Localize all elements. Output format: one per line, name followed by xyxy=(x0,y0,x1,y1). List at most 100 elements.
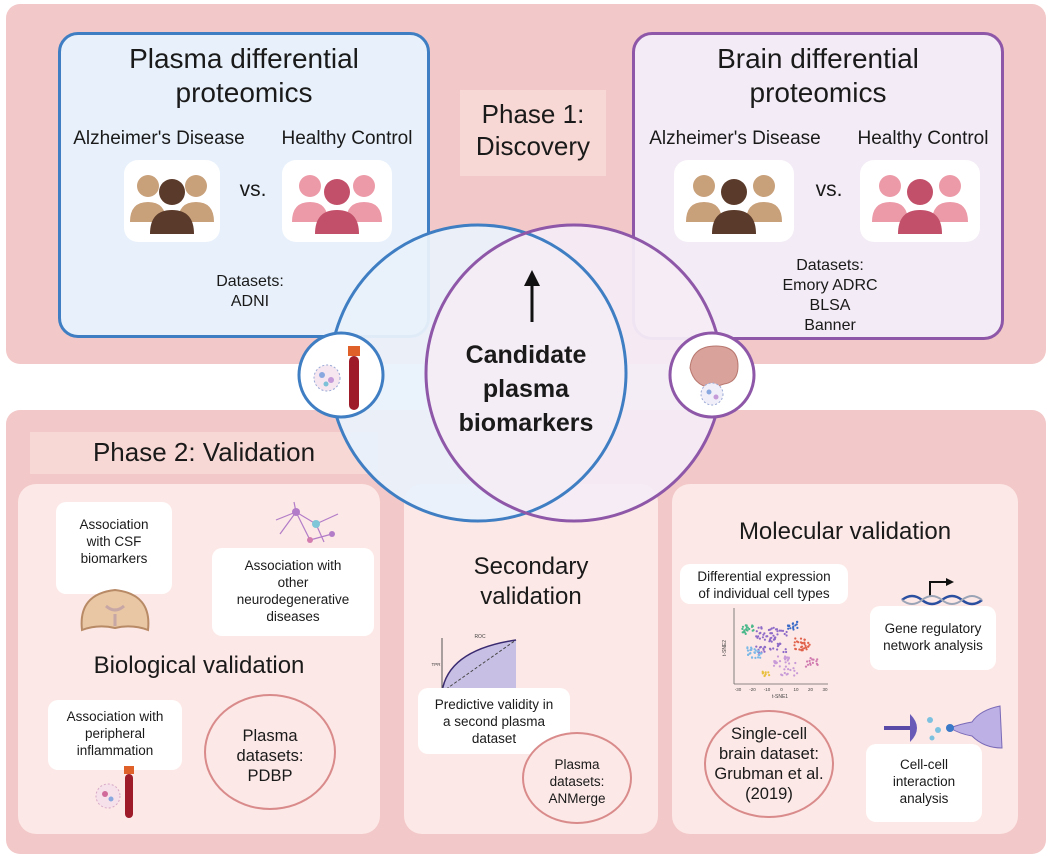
center-label-line1: Candidate xyxy=(465,341,587,369)
tsne-point xyxy=(745,624,748,627)
inflammation-card-line: Association with xyxy=(66,709,164,724)
tsne-point xyxy=(755,645,758,648)
brain-coronal-section-icon xyxy=(80,588,150,632)
diff-expression-card: Differential expression of individual ce… xyxy=(680,564,848,604)
tsne-xlabel: t-SNE1 xyxy=(772,694,788,700)
tsne-point xyxy=(787,624,790,628)
tsne-point xyxy=(816,658,819,661)
tsne-point xyxy=(780,629,783,632)
tsne-point xyxy=(804,665,808,668)
tsne-point xyxy=(768,674,771,677)
tsne-point xyxy=(782,650,785,654)
tsne-point xyxy=(783,655,787,658)
tsne-point xyxy=(778,642,781,645)
dna-promoter-icon xyxy=(901,578,983,606)
csf-card-line: biomarkers xyxy=(80,551,148,566)
tsne-point xyxy=(796,672,799,675)
pdbp-datasets-oval: Plasma datasets: PDBP xyxy=(204,694,336,810)
plasma-datasets: Datasets: ADNI xyxy=(190,272,310,312)
tsne-point xyxy=(763,650,766,653)
tsne-point xyxy=(746,649,750,652)
tsne-point xyxy=(783,671,786,675)
tsne-point xyxy=(809,657,812,660)
tsne-point xyxy=(800,642,804,645)
tsne-point xyxy=(793,641,796,644)
tsne-point xyxy=(763,674,766,677)
tsne-point xyxy=(804,646,808,649)
tsne-xtick: 10 xyxy=(793,687,799,692)
pdbp-oval-line: PDBP xyxy=(247,767,293,785)
pdbp-oval-line: datasets: xyxy=(236,747,304,765)
plasma-title-line1: Plasma differential xyxy=(129,43,359,74)
tsne-point xyxy=(754,649,757,652)
inflammation-card: Association with peripheral inflammation xyxy=(48,700,182,770)
phase1-label: Phase 1: Discovery xyxy=(460,98,606,162)
single-cell-dataset-oval: Single-cell brain dataset: Grubman et al… xyxy=(704,710,834,818)
tsne-point xyxy=(799,637,803,640)
tsne-point xyxy=(785,630,788,634)
gene-regulatory-card: Gene regulatory network analysis xyxy=(870,606,996,670)
tsne-point xyxy=(794,661,797,665)
tsne-point xyxy=(760,626,763,629)
tsne-point xyxy=(789,627,792,630)
tsne-point xyxy=(757,649,760,652)
diffexp-card-line: of individual cell types xyxy=(698,586,830,601)
brain-hc-people-icon xyxy=(860,160,980,242)
tsne-point xyxy=(761,636,764,639)
tsne-point xyxy=(754,656,757,659)
tsne-point xyxy=(758,637,761,640)
tsne-xtick: -30 xyxy=(735,687,742,692)
anmerge-oval-line: Plasma xyxy=(554,757,600,772)
pdbp-oval-line: Plasma xyxy=(242,727,298,745)
brain-datasets-label: Datasets: xyxy=(796,257,864,274)
venn-circle-brain xyxy=(426,225,722,521)
tsne-point xyxy=(745,626,748,629)
tsne-point xyxy=(763,645,766,648)
up-arrow-icon xyxy=(524,270,540,286)
tsne-point xyxy=(785,650,788,654)
tsne-xtick: 20 xyxy=(808,687,814,692)
predictive-validity-card: Predictive validity in a second plasma d… xyxy=(418,688,570,754)
tsne-point xyxy=(778,660,782,663)
brain-hc-label: Healthy Control xyxy=(857,128,989,149)
tsne-point xyxy=(742,631,745,634)
single-cell-oval-line: Single-cell xyxy=(730,725,808,743)
tsne-point xyxy=(773,638,776,641)
tsne-point xyxy=(789,668,792,672)
tsne-point xyxy=(793,674,796,677)
secondary-validation-title: Secondary validation xyxy=(404,552,658,612)
tsne-point xyxy=(808,659,811,662)
anmerge-oval-line: datasets: xyxy=(549,774,605,789)
brain-title-line1: Brain differential xyxy=(717,43,919,74)
tsne-point xyxy=(805,648,808,651)
tsne-point xyxy=(757,656,760,659)
tsne-point xyxy=(803,641,806,644)
tsne-point xyxy=(776,648,779,651)
tsne-point xyxy=(780,673,783,676)
tsne-point xyxy=(774,660,777,663)
tsne-point xyxy=(784,657,787,660)
brain-dataset-item: Banner xyxy=(804,317,856,334)
tsne-point xyxy=(783,668,786,671)
plasma-ad-people-icon xyxy=(124,160,220,242)
neuron-network-icon xyxy=(275,501,339,543)
tsne-point xyxy=(764,671,767,674)
tsne-point xyxy=(807,641,810,644)
tsne-point xyxy=(793,669,796,672)
tsne-point xyxy=(744,632,747,635)
tsne-ylabel: t-SNE2 xyxy=(722,640,728,656)
neuro-card-line: neurodegenerative xyxy=(236,592,350,607)
plasma-title: Plasma differential proteomics xyxy=(60,42,428,110)
single-cell-oval-line: brain dataset: xyxy=(719,745,819,763)
brain-title: Brain differential proteomics xyxy=(634,42,1002,110)
secondary-title-line2: validation xyxy=(480,583,582,610)
tsne-point xyxy=(762,647,765,650)
tsne-xtick: -20 xyxy=(749,687,756,692)
tsne-xtick: 0 xyxy=(780,687,783,692)
cellcell-card-line: interaction xyxy=(892,774,956,789)
tsne-point xyxy=(772,626,775,629)
predictive-card-line: a second plasma xyxy=(442,714,546,729)
brain-dataset-item: Emory ADRC xyxy=(782,277,878,294)
inflammation-card-line: peripheral xyxy=(84,726,146,741)
